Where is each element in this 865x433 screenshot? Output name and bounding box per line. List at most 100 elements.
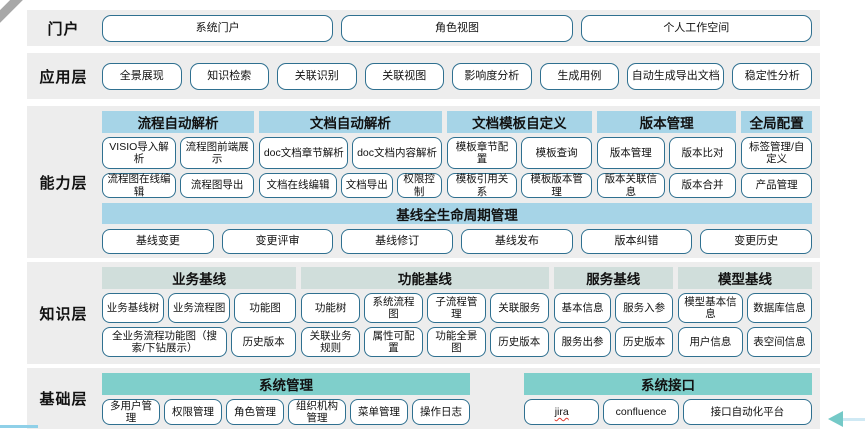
diagram-node: 基本信息: [553, 293, 612, 323]
diagram-node: 子流程管理: [426, 293, 486, 323]
diagram-node: 历史版本: [231, 327, 297, 357]
capability-group-document-parsing: 文档自动解析 doc文档章节解析 doc文档内容解析 文档在线编辑 文档导出 权…: [259, 111, 442, 198]
diagram-node: 菜单管理: [350, 399, 408, 425]
diagram-node: 接口自动化平台: [682, 399, 812, 425]
capability-group-version-management: 版本管理 版本管理 版本比对 版本关联信息 版本合并: [596, 111, 737, 198]
group-row: 多用户管理 权限管理 角色管理 组织机构管理 菜单管理 操作日志: [102, 399, 470, 425]
base-group-system-management: 系统管理 多用户管理 权限管理 角色管理 组织机构管理 菜单管理 操作日志: [102, 373, 471, 425]
diagram-node: 系统流程图: [364, 293, 423, 323]
diagram-node: 模板版本管理: [521, 173, 592, 198]
group-row: 标签管理/自定义: [741, 137, 813, 169]
diagram-node: 模板章节配置: [446, 137, 518, 169]
diagram-node: 角色管理: [226, 399, 284, 425]
diagram-node: 基线发布: [461, 229, 573, 254]
base-content: 系统管理 多用户管理 权限管理 角色管理 组织机构管理 菜单管理 操作日志 系统…: [100, 368, 820, 429]
group-header: 文档模板自定义: [446, 111, 592, 133]
group-row: 服务出参 历史版本: [553, 327, 673, 357]
diagram-node: 模板引用关系: [446, 173, 518, 198]
base-group-system-interface: 系统接口 jira confluence 接口自动化平台: [524, 373, 812, 425]
group-row: 产品管理: [741, 173, 813, 198]
diagram-node: 功能图: [234, 293, 297, 323]
layer-base: 基础层 系统管理 多用户管理 权限管理 角色管理 组织机构管理 菜单管理 操作日…: [27, 368, 820, 429]
diagram-node-confluence: confluence: [603, 399, 679, 425]
diagram-node: 模板查询: [521, 137, 592, 169]
diagram-node: 多用户管理: [102, 399, 160, 425]
diagram-node: doc文档章节解析: [259, 137, 349, 169]
diagram-node: 自动生成导出文档: [627, 62, 725, 90]
knowledge-group-function-baseline: 功能基线 功能树 系统流程图 子流程管理 关联服务 关联业务规则 属性可配置 功…: [301, 267, 549, 360]
layer-label-application: 应用层: [39, 68, 88, 86]
knowledge-group-model-baseline: 模型基线 模型基本信息 数据库信息 用户信息 表空间信息: [677, 267, 813, 360]
knowledge-groups: 业务基线 业务基线树 业务流程图 功能图 全业务流程功能图（搜索/下钻展示） 历…: [102, 267, 813, 360]
group-row: 业务基线树 业务流程图 功能图: [102, 293, 297, 323]
diagram-node: 全景展现: [102, 62, 182, 90]
layer-knowledge: 知识层 业务基线 业务基线树 业务流程图 功能图 全业务流程功能图（搜索/下钻展…: [27, 262, 820, 364]
knowledge-group-service-baseline: 服务基线 基本信息 服务入参 服务出参 历史版本: [553, 267, 673, 360]
diagram-node: 版本管理: [596, 137, 665, 169]
group-row: 基本信息 服务入参: [553, 293, 673, 323]
diagram-node: 业务基线树: [102, 293, 165, 323]
diagram-node-personal-workspace: 个人工作空间: [580, 14, 812, 42]
diagram-node: 属性可配置: [364, 327, 423, 357]
layer-application: 应用层 全景展现 知识检索 关联识别 关联视图 影响度分析 生成用例 自动生成导…: [27, 53, 820, 99]
diagram-node: 关联业务规则: [301, 327, 361, 357]
diagram-node: 操作日志: [412, 399, 470, 425]
diagram-node: 关联视图: [364, 62, 445, 90]
group-row: 模型基本信息 数据库信息: [677, 293, 813, 323]
arrow-head-icon: [828, 411, 843, 427]
group-row: doc文档章节解析 doc文档内容解析: [259, 137, 442, 169]
group-row: 模板引用关系 模板版本管理: [446, 173, 592, 198]
diagram-node: 用户信息: [677, 327, 743, 357]
left-arrow-decoration: [828, 411, 865, 427]
diagram-node: 版本合并: [668, 173, 737, 198]
group-row: jira confluence 接口自动化平台: [524, 399, 812, 425]
capability-group-template-custom: 文档模板自定义 模板章节配置 模板查询 模板引用关系 模板版本管理: [446, 111, 592, 198]
group-header: 全局配置: [741, 111, 813, 133]
capability-group-process-parsing: 流程自动解析 VISIO导入解析 流程图前端展示 流程图在线编辑 流程图导出: [102, 111, 255, 198]
diagram-node: 关联识别: [277, 62, 357, 90]
diagram-node: 服务入参: [615, 293, 673, 323]
knowledge-content: 业务基线 业务基线树 业务流程图 功能图 全业务流程功能图（搜索/下钻展示） 历…: [100, 262, 820, 364]
base-groups: 系统管理 多用户管理 权限管理 角色管理 组织机构管理 菜单管理 操作日志 系统…: [102, 373, 812, 425]
diagram-node: 文档导出: [340, 173, 393, 198]
diagram-node: 功能树: [301, 293, 361, 323]
diagram-node: 关联服务: [489, 293, 549, 323]
layer-label-portal: 门户: [47, 20, 80, 38]
diagram-node: 流程图在线编辑: [102, 173, 177, 198]
diagram-node: 生成用例: [539, 62, 620, 90]
diagram-node: 基线修订: [341, 229, 454, 254]
arrow-trail: [843, 417, 865, 421]
diagram-node: 版本纠错: [580, 229, 693, 254]
diagram-node: 基线变更: [102, 229, 214, 254]
group-row: 版本关联信息 版本合并: [596, 173, 737, 198]
group-header: 流程自动解析: [102, 111, 255, 133]
diagram-node: 流程图导出: [180, 173, 255, 198]
diagram-node: 表空间信息: [746, 327, 813, 357]
group-row: 模板章节配置 模板查询: [446, 137, 592, 169]
group-row: 全业务流程功能图（搜索/下钻展示） 历史版本: [102, 327, 297, 357]
portal-row: 系统门户 角色视图 个人工作空间: [100, 10, 820, 46]
group-row: 用户信息 表空间信息: [677, 327, 813, 357]
diagram-node-role-view: 角色视图: [341, 14, 573, 42]
diagram-node: 流程图前端展示: [180, 137, 255, 169]
layer-label-capability: 能力层: [39, 174, 88, 192]
diagram-node: 版本关联信息: [596, 173, 665, 198]
corner-fold-decoration: [0, 0, 31, 27]
diagram-node: 全业务流程功能图（搜索/下钻展示）: [102, 327, 228, 357]
diagram-node: 稳定性分析: [732, 62, 812, 90]
jira-label: jira: [554, 405, 569, 418]
diagram-node-jira: jira: [524, 399, 600, 425]
diagram-node: 服务出参: [553, 327, 612, 357]
diagram-node: 标签管理/自定义: [741, 137, 813, 169]
diagram-node: 影响度分析: [452, 62, 532, 90]
group-row: 关联业务规则 属性可配置 功能全景图 历史版本: [301, 327, 549, 357]
group-row: 版本管理 版本比对: [596, 137, 737, 169]
diagram-node: 变更历史: [700, 229, 813, 254]
diagram-node: 组织机构管理: [288, 399, 346, 425]
group-row: VISIO导入解析 流程图前端展示: [102, 137, 255, 169]
diagram-node: 历史版本: [489, 327, 549, 357]
knowledge-group-business-baseline: 业务基线 业务基线树 业务流程图 功能图 全业务流程功能图（搜索/下钻展示） 历…: [102, 267, 297, 360]
capability-content: 流程自动解析 VISIO导入解析 流程图前端展示 流程图在线编辑 流程图导出 文…: [100, 106, 820, 258]
diagram-node: 功能全景图: [426, 327, 486, 357]
diagram-node-system-portal: 系统门户: [102, 14, 334, 42]
